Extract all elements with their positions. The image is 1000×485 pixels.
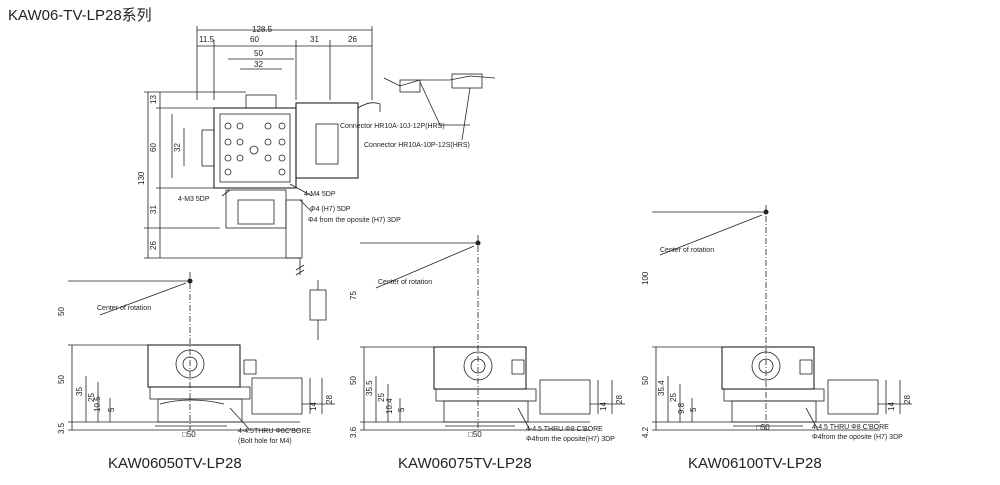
v3-note-phi4: Φ4from the oposite (H7) 3DP xyxy=(812,434,903,441)
v3-dim-28: 28 xyxy=(903,395,912,404)
v1-center-label: Center of rotation xyxy=(97,305,151,312)
v2-dim-square: □50 xyxy=(468,430,482,439)
v3-dim-height: 100 xyxy=(641,271,650,285)
v1-dim-3-5: 3.5 xyxy=(57,422,66,434)
v3-dim-35-4: 35.4 xyxy=(657,380,666,396)
top-view-drawing xyxy=(144,26,496,340)
v1-note-thru: 4-4.5THRU Φ8C'BORE xyxy=(238,428,311,435)
model-label-3: KAW06100TV-LP28 xyxy=(688,455,822,472)
v2-dim-14: 14 xyxy=(599,402,608,411)
v3-center-label: Center of rotation xyxy=(660,247,714,254)
v2-dim-50: 50 xyxy=(349,376,358,385)
side-view-3-drawing xyxy=(652,205,912,431)
v2-dim-height: 75 xyxy=(349,291,358,300)
v1-dim-square: □50 xyxy=(182,430,196,439)
v1-dim-5: 5 xyxy=(107,407,116,412)
dim-50: 50 xyxy=(254,49,263,58)
note-phi4-opposite: Φ4 from the oposite (H7) 3DP xyxy=(308,217,401,224)
dim-31: 31 xyxy=(310,35,319,44)
v1-dim-10-5: 10.5 xyxy=(93,396,102,412)
note-phi4: Φ4 (H7) 5DP xyxy=(310,206,351,213)
note-4m3: 4-M3 5DP xyxy=(178,196,210,203)
v1-dim-14: 14 xyxy=(309,402,318,411)
dim-32: 32 xyxy=(254,60,263,69)
note-4m4: 4-M4 5DP xyxy=(304,191,336,198)
v2-dim-3-6: 3.6 xyxy=(349,426,358,438)
dim-32-v: 32 xyxy=(173,143,182,152)
connector-note-1: Connector HR10A-10J-12P(HRS) xyxy=(340,123,445,130)
v2-dim-5: 5 xyxy=(397,407,406,412)
v2-dim-25: 25 xyxy=(377,393,386,402)
v1-dim-50: 50 xyxy=(57,375,66,384)
v2-note-thru: 4-4.5 THRU Φ8 C'BORE xyxy=(526,426,603,433)
dim-26: 26 xyxy=(348,35,357,44)
v1-dim-28: 28 xyxy=(325,395,334,404)
v2-note-phi4: Φ4from the oposite(H7) 3DP xyxy=(526,436,615,443)
dim-128-5: 128.5 xyxy=(252,25,273,34)
v3-dim-50: 50 xyxy=(641,376,650,385)
dim-13: 13 xyxy=(149,95,158,104)
v2-center-label: Center of rotation xyxy=(378,279,432,286)
v3-note-thru: 4-4.5 THRU Φ8 C'BORE xyxy=(812,424,889,431)
v3-dim-25: 25 xyxy=(669,393,678,402)
v1-dim-height: 50 xyxy=(57,307,66,316)
dim-31-v: 31 xyxy=(149,205,158,214)
model-label-1: KAW06050TV-LP28 xyxy=(108,455,242,472)
model-label-2: KAW06075TV-LP28 xyxy=(398,455,532,472)
v3-dim-5: 5 xyxy=(689,407,698,412)
connector-note-2: Connector HR10A-10P-12S(HRS) xyxy=(364,142,470,149)
side-view-2-drawing xyxy=(360,235,625,431)
dim-26-v: 26 xyxy=(149,241,158,250)
v1-dim-35: 35 xyxy=(75,387,84,396)
page-title: KAW06-TV-LP28系列 xyxy=(8,7,152,24)
v1-dim-25: 25 xyxy=(87,393,96,402)
v3-dim-14: 14 xyxy=(887,402,896,411)
v1-note-bolt: (Bolt hole for M4) xyxy=(238,438,292,445)
side-view-1-drawing xyxy=(68,272,335,431)
v3-dim-4-2: 4.2 xyxy=(641,426,650,438)
v3-dim-9-8: 9.8 xyxy=(677,402,686,414)
dim-130: 130 xyxy=(137,171,146,185)
v2-dim-10-4: 10.4 xyxy=(385,398,394,414)
v3-dim-square: □50 xyxy=(756,423,770,432)
dim-60-v: 60 xyxy=(149,143,158,152)
dim-60: 60 xyxy=(250,35,259,44)
v2-dim-35-5: 35.5 xyxy=(365,380,374,396)
dim-11-5: 11.5 xyxy=(199,35,215,44)
v2-dim-28: 28 xyxy=(615,395,624,404)
